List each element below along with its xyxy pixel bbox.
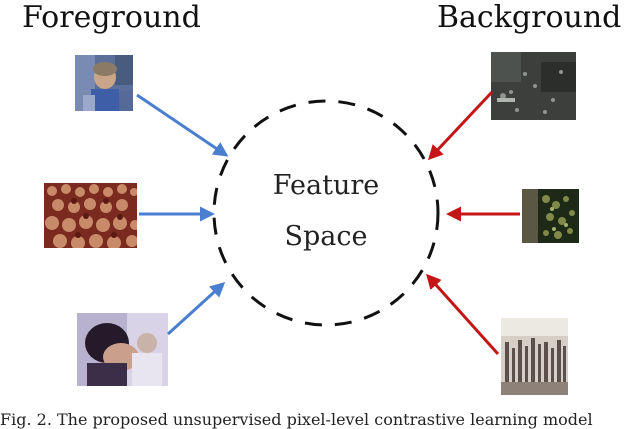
foreground-image-crowd <box>44 183 137 248</box>
feature-space-label-line2: Space <box>284 221 368 252</box>
background-arrow-3 <box>425 273 500 356</box>
foreground-arrow-1 <box>136 93 229 157</box>
background-heading: Background <box>437 0 622 35</box>
background-image-foliage <box>522 189 579 243</box>
background-image-distant-crowd <box>501 318 568 395</box>
feature-space-circle <box>212 99 440 327</box>
background-arrow-1 <box>427 90 494 161</box>
feature-space-label-line1: Feature <box>272 170 380 201</box>
foreground-heading: Foreground <box>22 0 201 35</box>
foreground-image-person <box>75 55 133 111</box>
background-image-dark-texture <box>491 52 576 120</box>
foreground-arrow-3 <box>166 281 226 336</box>
foreground-image-close-people <box>77 313 168 386</box>
figure-caption: Fig. 2. The proposed unsupervised pixel-… <box>0 410 593 429</box>
